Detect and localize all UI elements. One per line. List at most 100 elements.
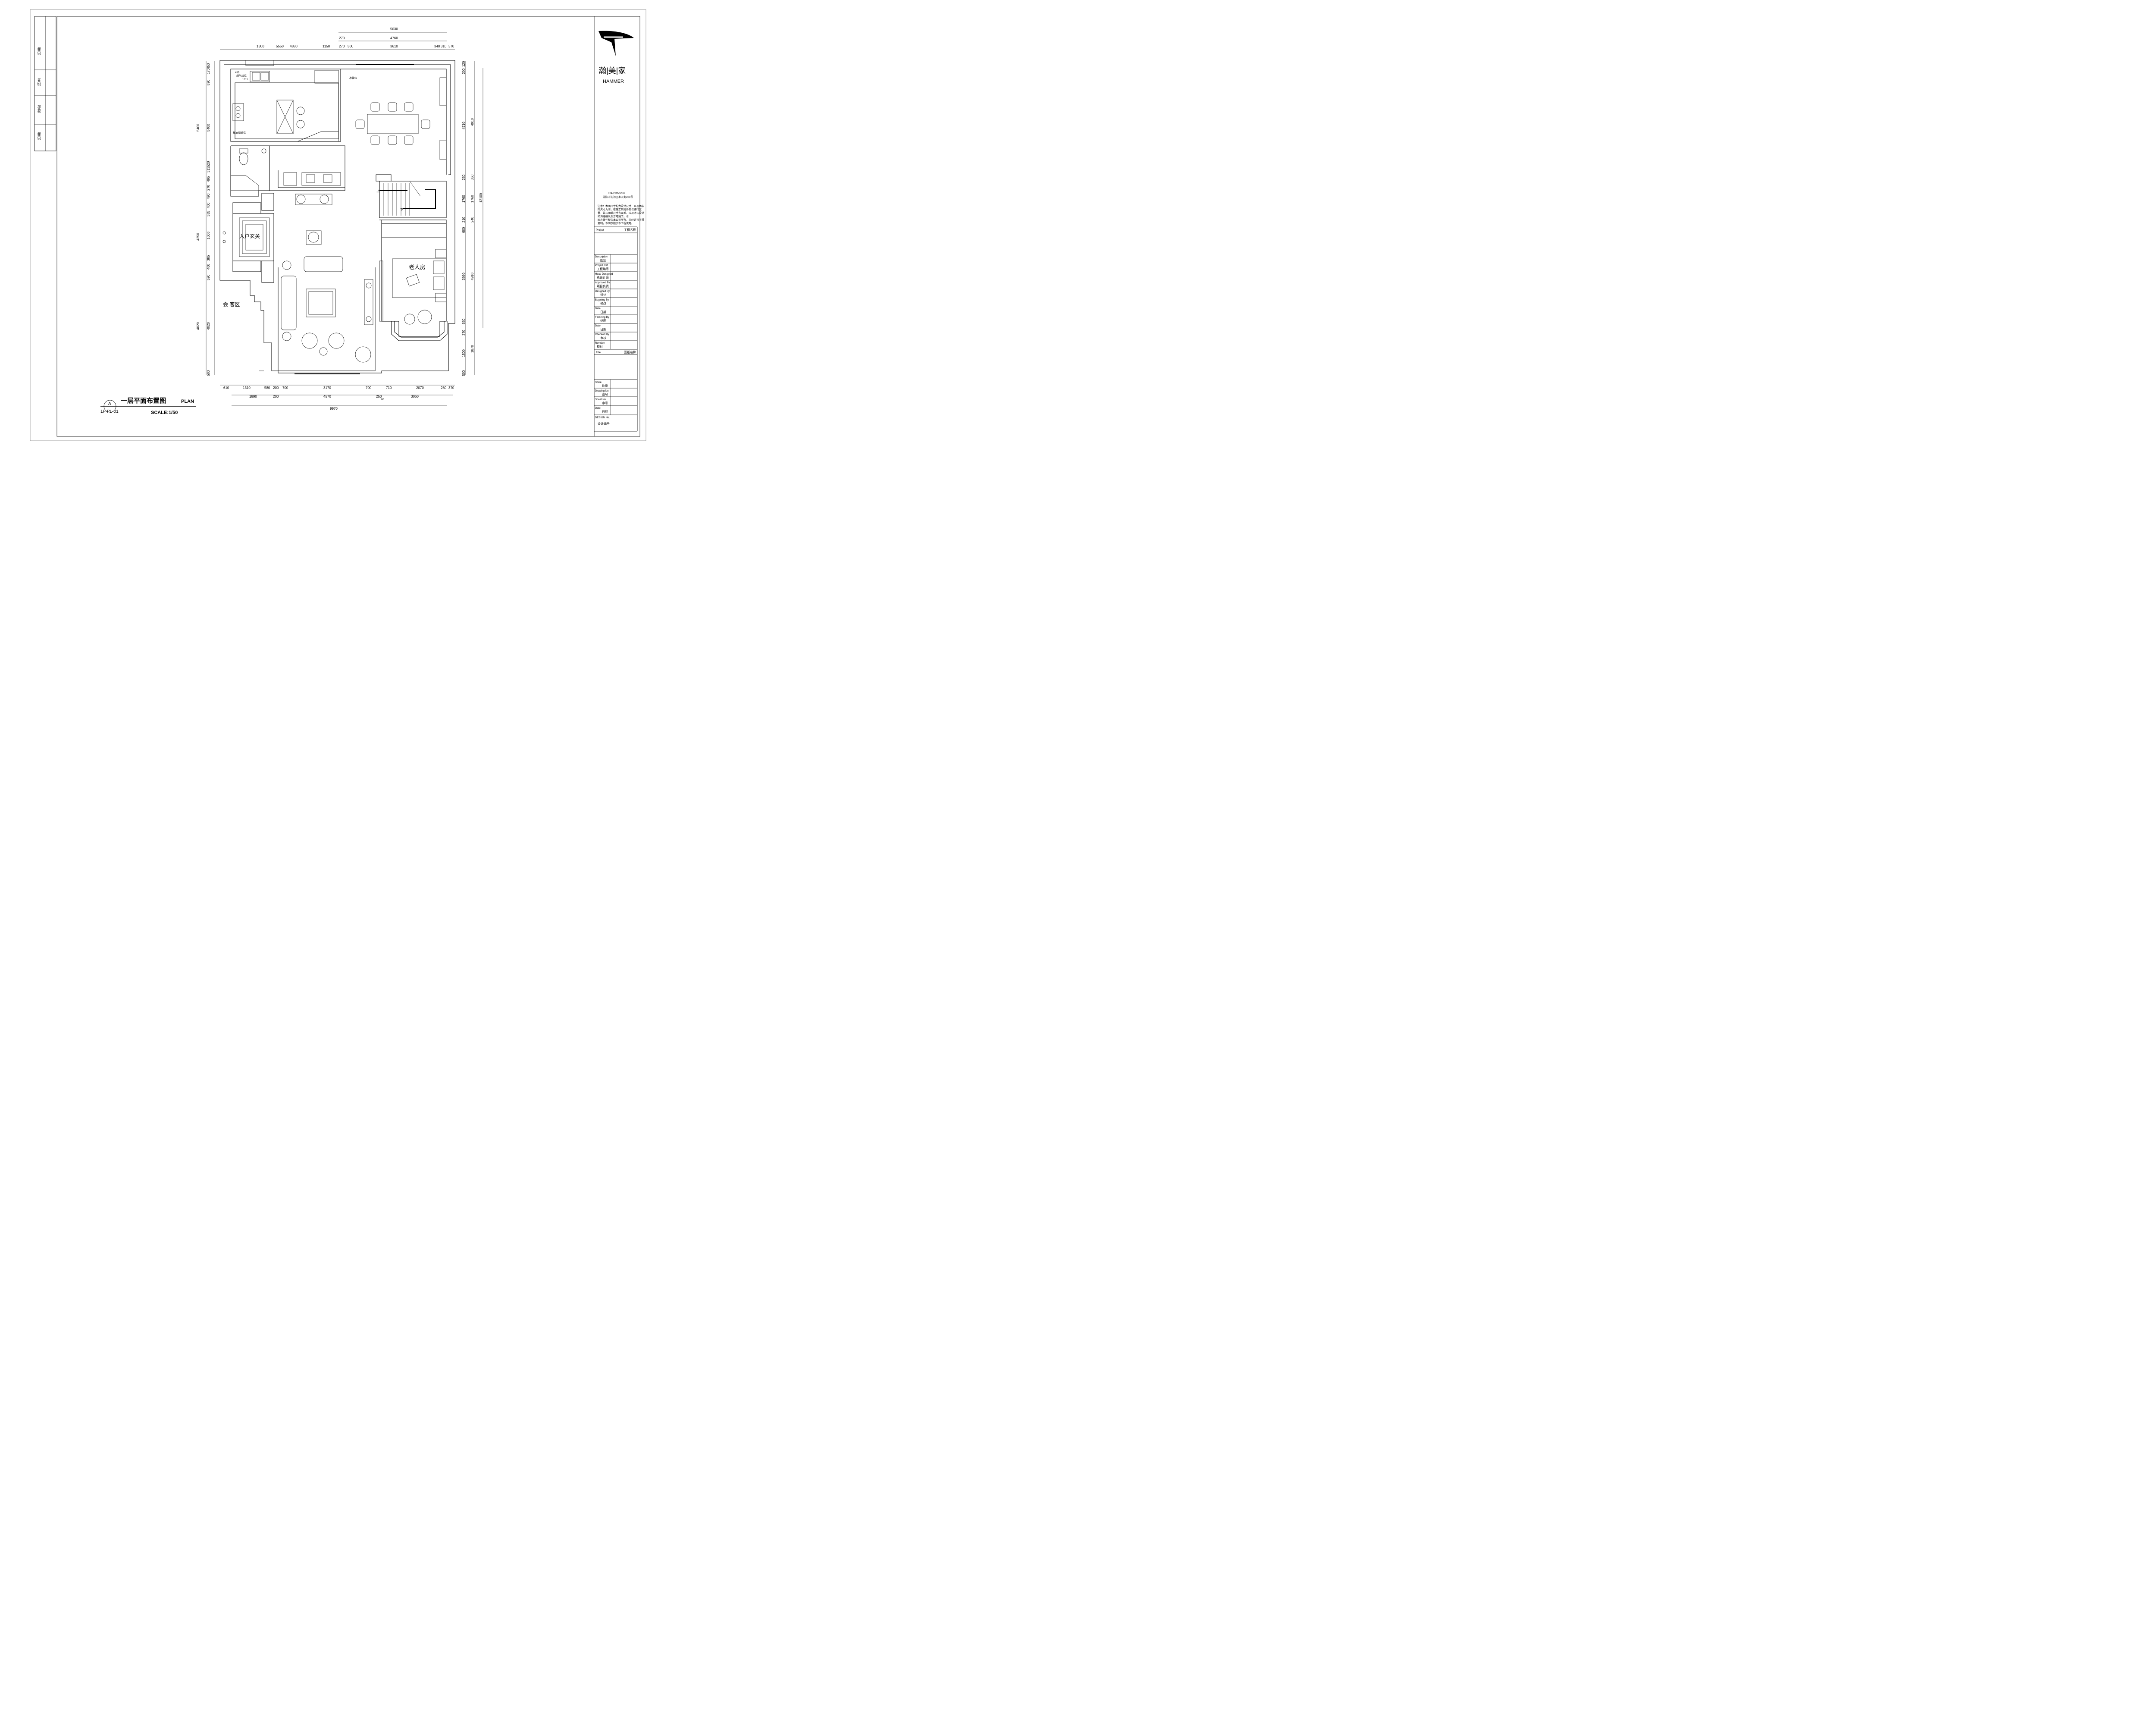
- dim-label: 370: [462, 329, 466, 336]
- foyer: [222, 217, 270, 257]
- dim-label: 5400: [196, 124, 200, 132]
- title-block: 瀚|美|家 HAMMER 024-22955288 沈阳市沈河区奉天街203号 …: [594, 16, 644, 436]
- dim-label: 1760: [470, 195, 474, 203]
- drawing-tag-code: 1F-PL-01: [100, 409, 119, 414]
- hammer-logo-icon: [599, 31, 634, 56]
- dim-label: 1760: [462, 195, 466, 203]
- drawing-title-cn: 一层平面布置图: [121, 397, 166, 405]
- brand-cn: 瀚|美|家: [599, 66, 626, 75]
- door-swing-icon: [222, 240, 226, 243]
- side-table-icon: [282, 260, 291, 270]
- armchair-icon: [404, 314, 415, 325]
- tb-label-en: Title: [596, 351, 601, 354]
- dim-label: 4910: [470, 273, 474, 280]
- room-label-elder: 老人房: [409, 264, 426, 270]
- dim-bottom-row2: 1890 200 4570 250 3060 80: [249, 395, 419, 401]
- sink-icon: [306, 174, 315, 183]
- dim-bottom-row3: 9970: [330, 407, 338, 411]
- dim-label: 200: [273, 395, 279, 398]
- dim-label: 1600: [207, 232, 210, 239]
- plan-walls: [219, 60, 455, 373]
- dim-label: 1310: [243, 386, 251, 390]
- dim-label: 710: [386, 386, 392, 390]
- tb-label-cn: 总设计师: [597, 276, 609, 279]
- sink-icon: [252, 72, 260, 81]
- dim-label: 700: [282, 386, 288, 390]
- dim-label: 385: [207, 255, 210, 261]
- tb-label-en: Description: [595, 256, 608, 258]
- drawing-title-en: PLAN: [181, 399, 194, 404]
- revision-strip: (日期) (签字) (姓名) (日期): [34, 16, 56, 151]
- brand-en: HAMMER: [603, 79, 624, 84]
- toilet-icon: [239, 152, 248, 165]
- dim-label: 1500: [462, 349, 466, 357]
- dim-label: 400: [207, 202, 210, 208]
- dim-label: 5550: [276, 44, 284, 48]
- kitchen-note: 燃气灶位: [236, 74, 247, 78]
- dim-label: 1150: [323, 44, 330, 48]
- kitchen-note: 495: [235, 72, 240, 74]
- tb-label-cn: 日期: [600, 328, 606, 331]
- dim-label: 3610: [390, 44, 398, 48]
- tb-label-en: Approved By: [595, 282, 610, 284]
- room-label-reception: 会 客区: [223, 301, 240, 307]
- dim-label: 450: [207, 63, 210, 69]
- dim-label: 890: [207, 79, 210, 85]
- sink-icon: [260, 72, 269, 81]
- dim-label: 1300: [257, 44, 264, 48]
- dim-label: 2070: [416, 386, 424, 390]
- kitchen: 495 1315 燃气灶位 冰箱位 抽油烟机位: [232, 60, 357, 142]
- dim-label: 350: [470, 174, 474, 180]
- bed-icon: [392, 258, 447, 298]
- title-block-notes: 注意：本图尺寸均为设计尺寸，以现场实 际尺寸为准，在施工前对各部位进行复 量，若…: [598, 204, 644, 225]
- tb-label-cn: 图号: [602, 393, 608, 396]
- dim-label: 120: [462, 61, 466, 67]
- company-address: 沈阳市沈河区奉天街203号: [603, 195, 633, 199]
- dim-label: 280: [441, 386, 447, 390]
- stair-down-arrow: [403, 189, 436, 209]
- door-swing-icon: [222, 231, 226, 235]
- dim-right: 120 200 4710 4910 250 350 1760 1760 1210…: [462, 61, 483, 376]
- tb-label-cn: 日期: [600, 310, 606, 314]
- dim-top-row1: 5030: [390, 27, 398, 31]
- tb-label-en: DESIGN No.: [595, 417, 610, 419]
- kitchen-note: 抽油烟机位: [233, 131, 246, 135]
- armchair-icon: [328, 332, 345, 349]
- living: [259, 194, 373, 374]
- tb-label-cn: 日期: [602, 410, 608, 414]
- stairs-down-label: 下: [400, 208, 404, 212]
- cooktop-burner-icon: [235, 106, 241, 111]
- bar-stool-icon: [296, 107, 305, 115]
- dim-label: 250: [462, 174, 466, 180]
- tb-label-en: Head Designed: [595, 273, 613, 276]
- tb-label-cn: 比例: [602, 384, 608, 388]
- tb-label-en: Project: [596, 229, 604, 232]
- tb-value: 图纸名称: [624, 350, 636, 354]
- dim-label: 500: [462, 370, 466, 376]
- dim-label: 3660: [462, 273, 466, 280]
- tb-label-en: Drawing No.: [595, 390, 609, 392]
- dim-label: 520: [207, 161, 210, 167]
- dim-label: 240: [470, 216, 474, 223]
- dim-label: 200: [462, 68, 466, 74]
- tb-label-cn: 序号: [602, 401, 608, 405]
- dim-label: 12100: [479, 193, 483, 203]
- floor-plan-sheet: (日期) (签字) (姓名) (日期): [30, 9, 646, 441]
- strip-label: (日期): [38, 47, 41, 55]
- dining: [355, 64, 447, 160]
- outer-frame: [30, 9, 646, 441]
- dim-label: 700: [366, 386, 372, 390]
- dimension-lines: [206, 32, 483, 406]
- tb-value: 工程名称: [624, 228, 636, 232]
- cooktop-burner-icon: [235, 113, 241, 118]
- dim-label: 200: [273, 386, 279, 390]
- staircase: 上 下: [376, 181, 436, 216]
- strip-label: (签字): [37, 78, 41, 86]
- dim-label: 250: [376, 395, 382, 398]
- dim-label: 4020: [207, 322, 210, 330]
- note-line: 复制，本图仅限于本工程使用。: [598, 222, 634, 225]
- dim-label: 650: [462, 318, 466, 324]
- tb-label-en: Date: [595, 407, 601, 410]
- tb-label-en: Project Ref: [595, 264, 608, 267]
- tb-label-cn: 审核: [600, 336, 606, 340]
